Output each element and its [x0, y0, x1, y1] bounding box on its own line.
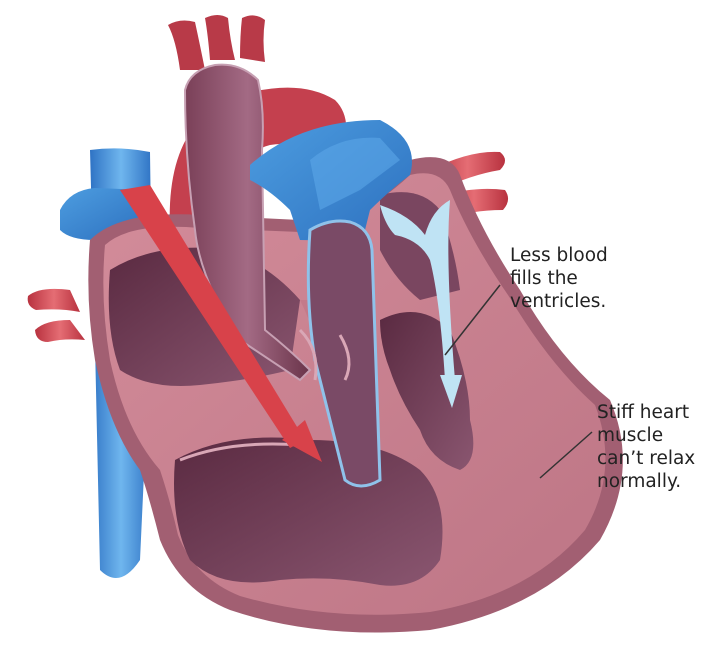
left-ventricle-cavity [174, 438, 443, 586]
callout-line: fills the [510, 267, 608, 290]
callout-line: normally. [597, 470, 695, 493]
callout-less-blood-fills-ventricles: Less blood fills the ventricles. [510, 244, 608, 313]
callout-line: Less blood [510, 244, 608, 267]
callout-line: muscle [597, 424, 695, 447]
callout-line: can’t relax [597, 447, 695, 470]
callout-line: ventricles. [510, 290, 608, 313]
callout-line: Stiff heart [597, 401, 695, 424]
pulmonary-veins-left [28, 289, 85, 342]
callout-stiff-heart-muscle: Stiff heart muscle can’t relax normally. [597, 401, 695, 493]
